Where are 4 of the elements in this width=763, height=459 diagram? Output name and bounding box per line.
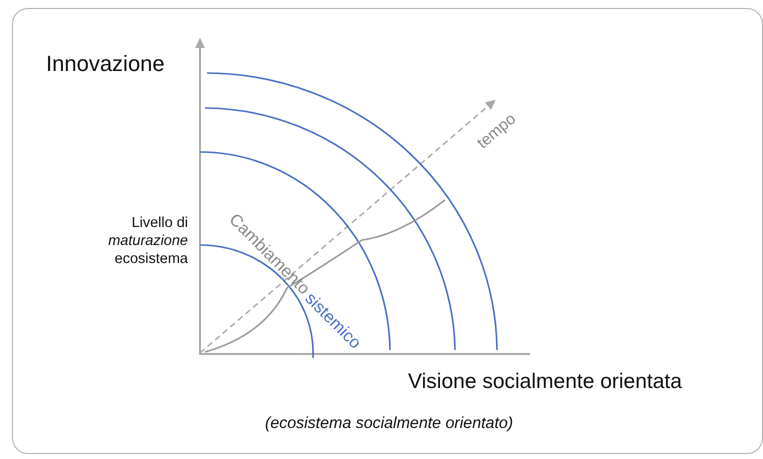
axis-label: Livello di maturazione ecosistema	[107, 214, 188, 268]
caption: (ecosistema socialmente orientato)	[265, 414, 514, 434]
axis-title: Innovazione	[46, 50, 165, 78]
axis-title: Visione socialmente orientata	[408, 369, 682, 395]
